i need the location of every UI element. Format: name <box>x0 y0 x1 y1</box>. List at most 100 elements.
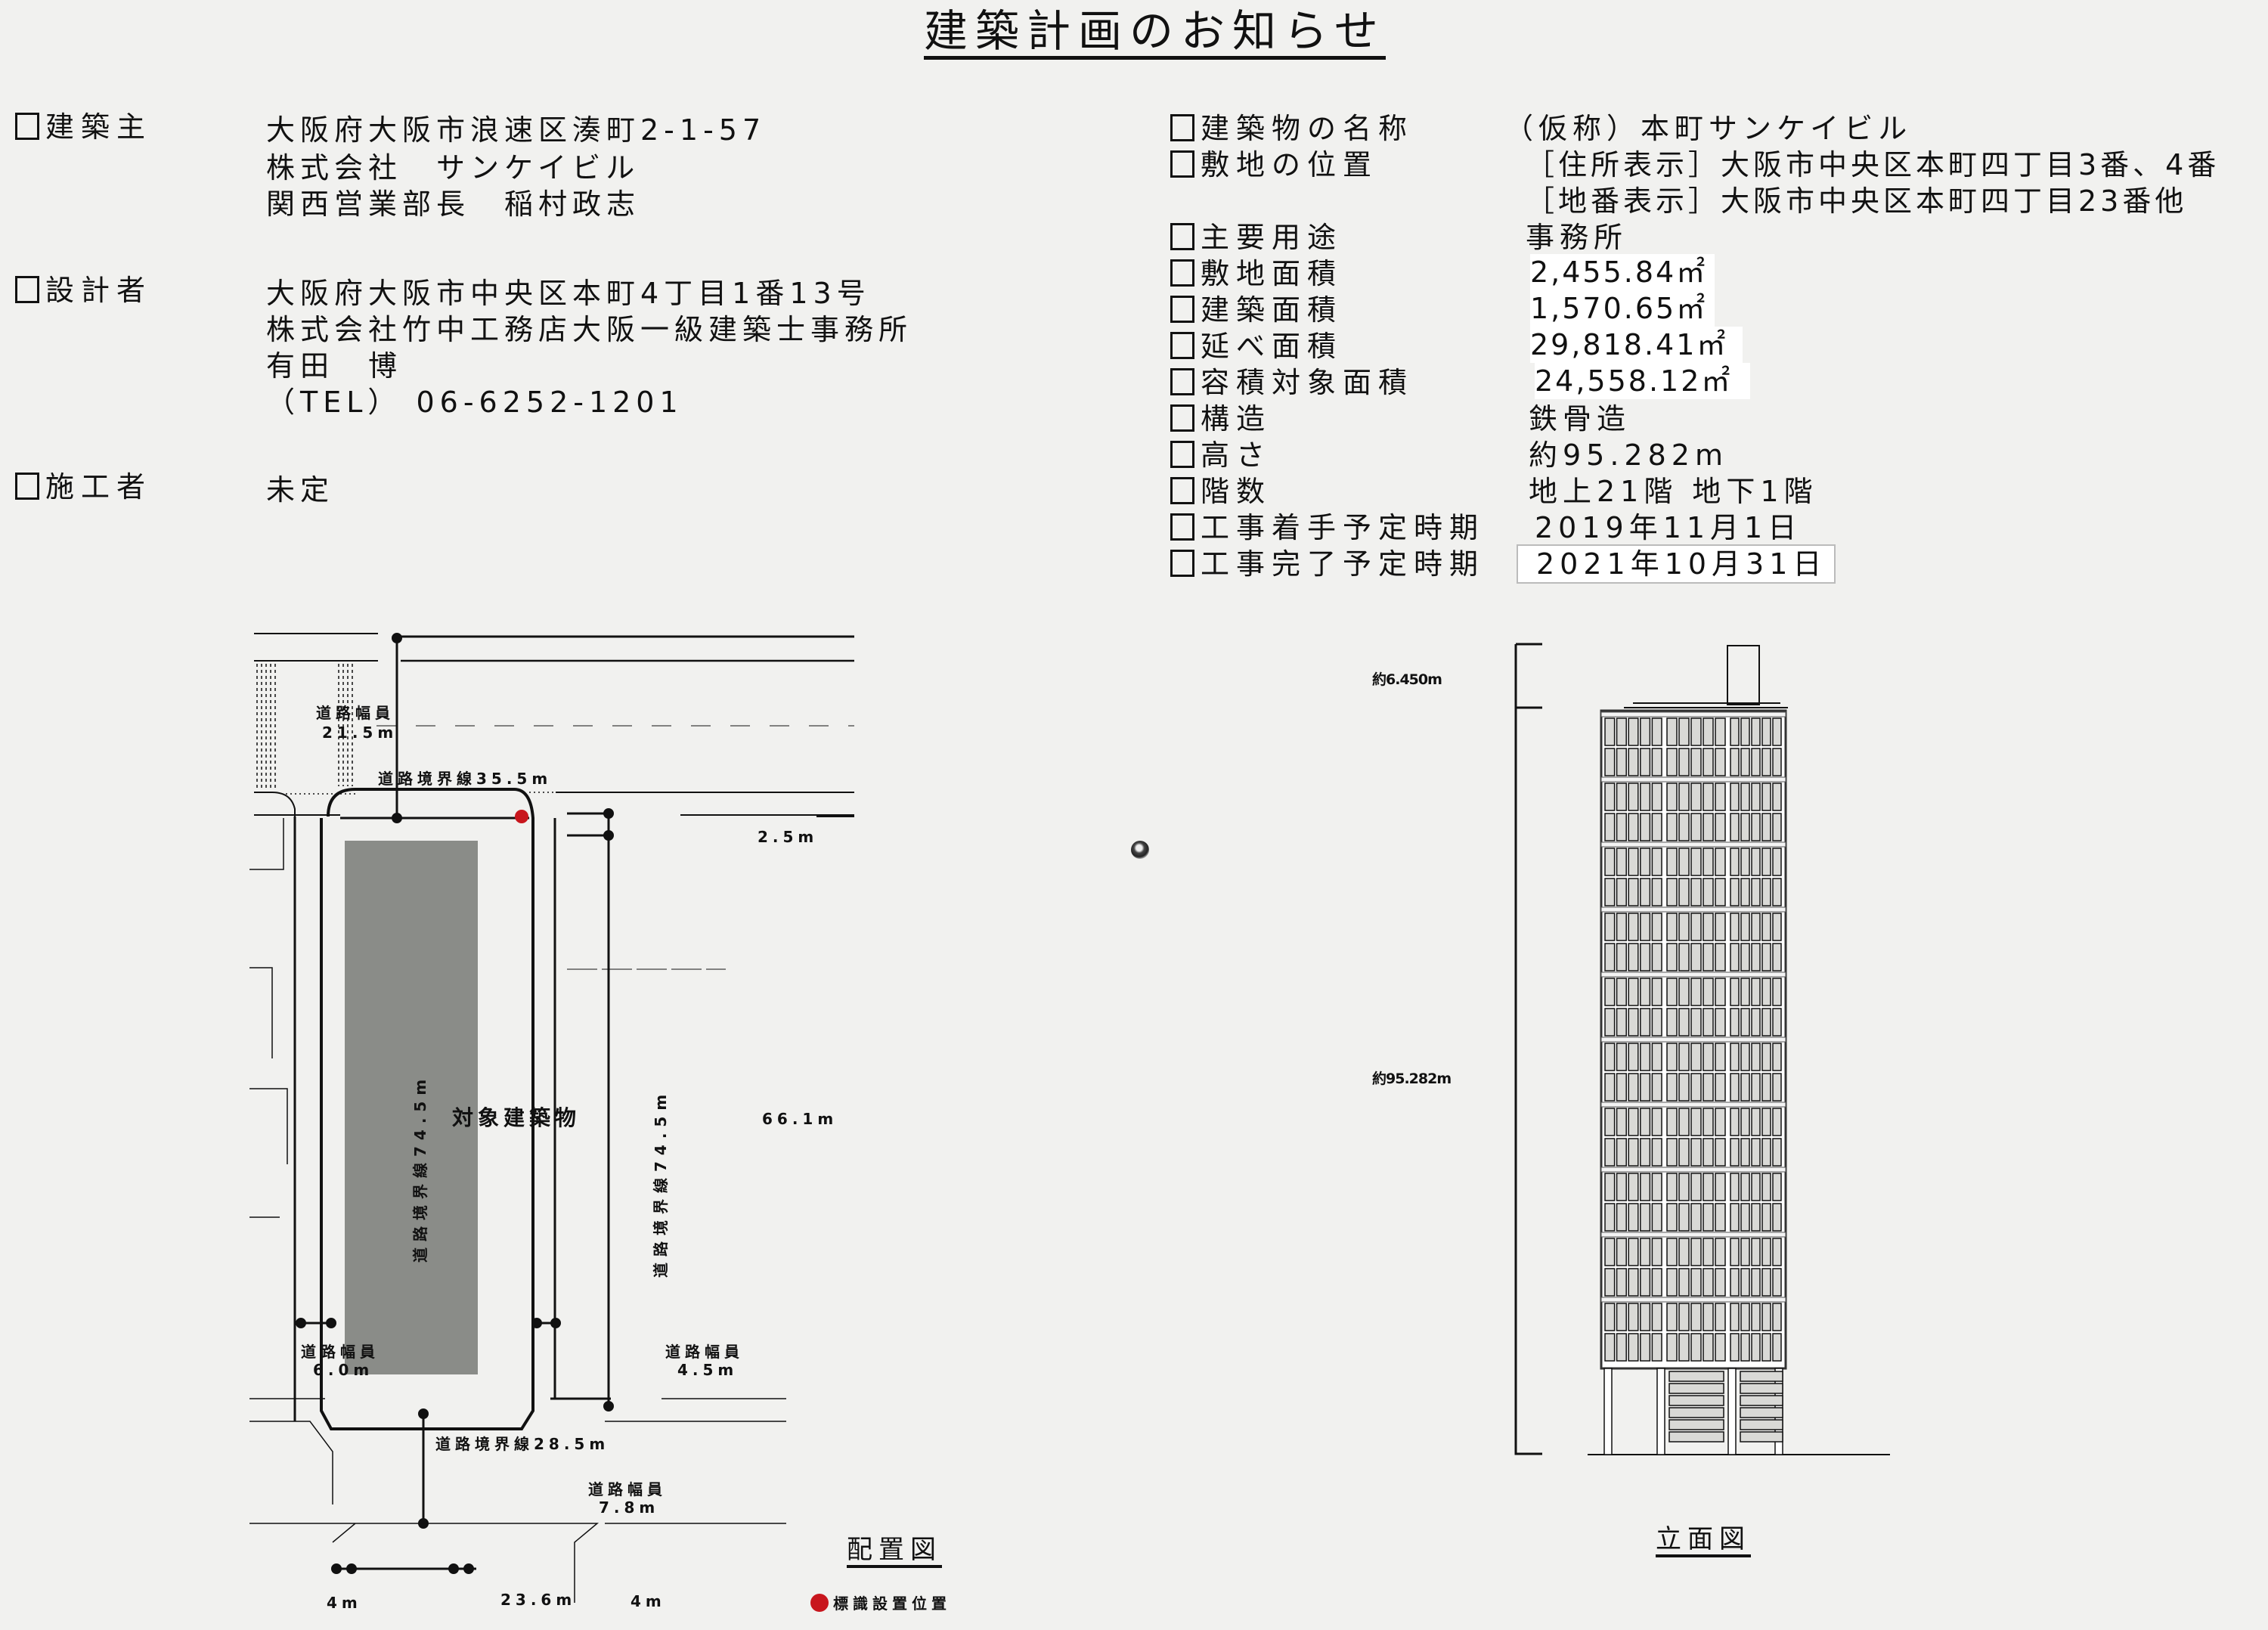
bottom-dim-middle: 23.6m <box>500 1591 577 1609</box>
window-pane <box>1751 782 1761 811</box>
floor-band <box>1600 906 1786 913</box>
window-pane <box>1666 782 1678 811</box>
window-pane <box>1703 1073 1714 1102</box>
window-pane <box>1628 1138 1639 1167</box>
window-pane <box>1616 1108 1627 1136</box>
window-pane <box>1651 848 1662 876</box>
window-pane <box>1616 1203 1627 1232</box>
window-pane <box>1730 1238 1740 1266</box>
designer-company: 株式会社竹中工務店大阪一級建築士事務所 <box>266 313 913 346</box>
spec-value-completion-date: 2021年10月31日 <box>1517 544 1836 584</box>
window-pane <box>1640 1238 1651 1266</box>
window-pane <box>1703 717 1714 746</box>
window-pane <box>1604 1073 1616 1102</box>
window-pane <box>1715 1333 1726 1362</box>
window-pane <box>1751 1138 1761 1167</box>
window-pane <box>1640 978 1651 1006</box>
window-pane <box>1772 782 1782 811</box>
window-pane <box>1751 1108 1761 1136</box>
window-pane <box>1740 878 1750 906</box>
lobby-window <box>1668 1407 1724 1418</box>
window-pane <box>1740 1268 1750 1297</box>
spec-value-use: 事務所 <box>1526 221 1628 254</box>
window-pane <box>1772 1173 1782 1201</box>
window-pane <box>1730 1043 1740 1071</box>
road-edge <box>254 633 378 662</box>
window-pane <box>1740 1238 1750 1266</box>
window-pane <box>1715 1303 1726 1331</box>
window-pane <box>1628 1008 1639 1037</box>
window-pane <box>1640 1173 1651 1201</box>
floor-band <box>1600 1102 1786 1108</box>
window-pane <box>1604 813 1616 841</box>
window-pane <box>1651 1073 1662 1102</box>
window-pane <box>1628 1108 1639 1136</box>
column <box>1603 1368 1613 1455</box>
window-pane <box>1740 1303 1750 1331</box>
window-pane <box>1604 1108 1616 1136</box>
column <box>1656 1368 1665 1455</box>
window-pane <box>1715 748 1726 776</box>
window-pane <box>1751 1268 1761 1297</box>
window-pane <box>1666 1238 1678 1266</box>
window-pane <box>1761 1138 1771 1167</box>
window-pane <box>1651 813 1662 841</box>
window-pane <box>1761 1333 1771 1362</box>
window-pane <box>1703 813 1714 841</box>
window-pane <box>1616 748 1627 776</box>
window-pane <box>1730 748 1740 776</box>
window-pane <box>1761 1268 1771 1297</box>
window-pane <box>1761 878 1771 906</box>
window-pane <box>1628 1268 1639 1297</box>
window-pane <box>1751 1073 1761 1102</box>
window-pane <box>1651 748 1662 776</box>
window-pane <box>1678 1333 1690 1362</box>
window-pane <box>1651 1108 1662 1136</box>
checkbox-icon <box>1170 259 1194 287</box>
window-pane <box>1761 1043 1771 1071</box>
window-pane <box>1616 848 1627 876</box>
window-pane <box>1604 913 1616 941</box>
window-pane <box>1751 1333 1761 1362</box>
spec-label-total-floor-area: 延べ面積 <box>1170 328 1343 364</box>
window-pane <box>1604 1333 1616 1362</box>
window-pane <box>1616 1043 1627 1071</box>
window-pane <box>1761 913 1771 941</box>
designer-person: 有田 博 <box>266 349 403 383</box>
window-pane <box>1678 848 1690 876</box>
window-pane <box>1730 782 1740 811</box>
spec-value-name: （仮称）本町サンケイビル <box>1504 112 1913 145</box>
site-plan-caption: 配置図 <box>847 1535 942 1568</box>
column <box>1727 1368 1737 1455</box>
spec-label-structure: 構造 <box>1170 401 1272 437</box>
window-pane <box>1740 813 1750 841</box>
lobby-window <box>1668 1383 1724 1394</box>
window-pane <box>1740 1073 1750 1102</box>
window-pane <box>1604 1238 1616 1266</box>
lobby-window <box>1668 1419 1724 1430</box>
floor-band <box>1600 711 1786 717</box>
window-pane <box>1678 1043 1690 1071</box>
window-pane <box>1761 1203 1771 1232</box>
window-pane <box>1703 1108 1714 1136</box>
window-pane <box>1761 1173 1771 1201</box>
spec-label-name: 建築物の名称 <box>1170 110 1414 147</box>
window-pane <box>1730 978 1740 1006</box>
window-pane <box>1640 717 1651 746</box>
window-pane <box>1666 813 1678 841</box>
window-pane <box>1751 1303 1761 1331</box>
checkbox-icon <box>1170 477 1194 504</box>
window-pane <box>1751 1173 1761 1201</box>
west-boundary-label: 道路境界線74.5m <box>411 1073 429 1263</box>
road-edge <box>254 792 296 832</box>
checkbox-icon <box>15 113 39 140</box>
window-pane <box>1678 717 1690 746</box>
window-pane <box>1740 943 1750 971</box>
window-pane <box>1690 878 1702 906</box>
window-pane <box>1772 813 1782 841</box>
checkbox-icon <box>1170 368 1194 395</box>
owner-representative: 関西営業部長 稲村政志 <box>266 187 641 221</box>
window-pane <box>1678 1203 1690 1232</box>
window-pane <box>1678 913 1690 941</box>
